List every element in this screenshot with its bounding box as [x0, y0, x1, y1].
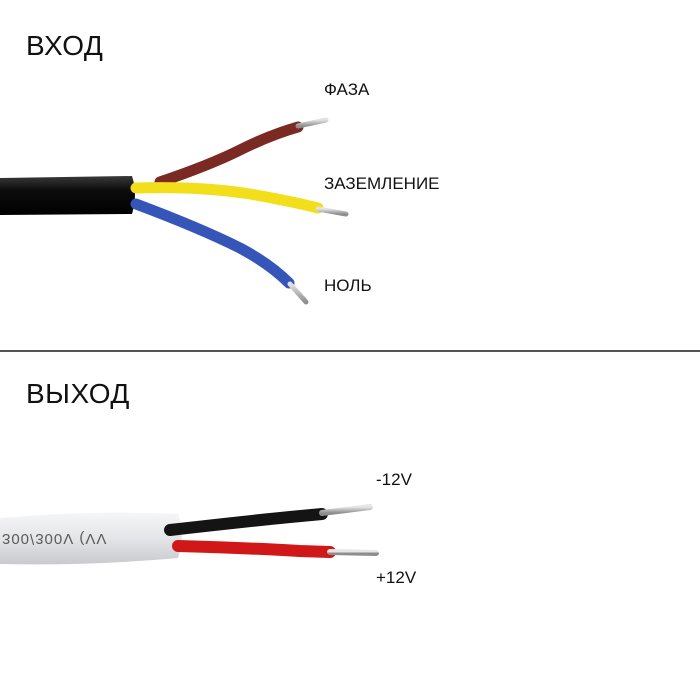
brown-wire	[154, 121, 304, 188]
negative-label: -12V	[376, 470, 412, 489]
black-wire-tip	[319, 504, 373, 516]
section-divider	[0, 350, 700, 352]
input-title: ВХОД	[26, 30, 104, 61]
white-cable	[0, 512, 182, 565]
yellow-wire	[130, 182, 324, 214]
neutral-label: НОЛЬ	[324, 276, 372, 295]
yellow-wire-tip	[315, 206, 349, 217]
phase-label: ФАЗА	[324, 80, 370, 99]
blue-wire	[130, 198, 295, 289]
positive-label: +12V	[376, 568, 417, 587]
input-panel: ВХОД ФАЗА ЗАЗЕМЛЕНИЕ НОЛЬ	[0, 30, 440, 305]
blue-wire-tip	[287, 281, 309, 305]
input-cable-illustration	[0, 117, 349, 305]
red-wire-tip	[327, 549, 379, 556]
red-wire	[172, 540, 336, 558]
output-panel: ВЫХОД 300/300V (VV -12V +12V	[0, 352, 700, 700]
brown-wire-tip	[295, 117, 329, 129]
ground-label: ЗАЗЕМЛЕНИЕ	[324, 174, 440, 193]
cable-print: 300/300V (VV	[2, 530, 108, 547]
output-title: ВЫХОД	[26, 378, 130, 409]
output-cable-illustration	[0, 504, 379, 565]
black-wire	[164, 508, 328, 536]
black-cable	[0, 176, 135, 215]
